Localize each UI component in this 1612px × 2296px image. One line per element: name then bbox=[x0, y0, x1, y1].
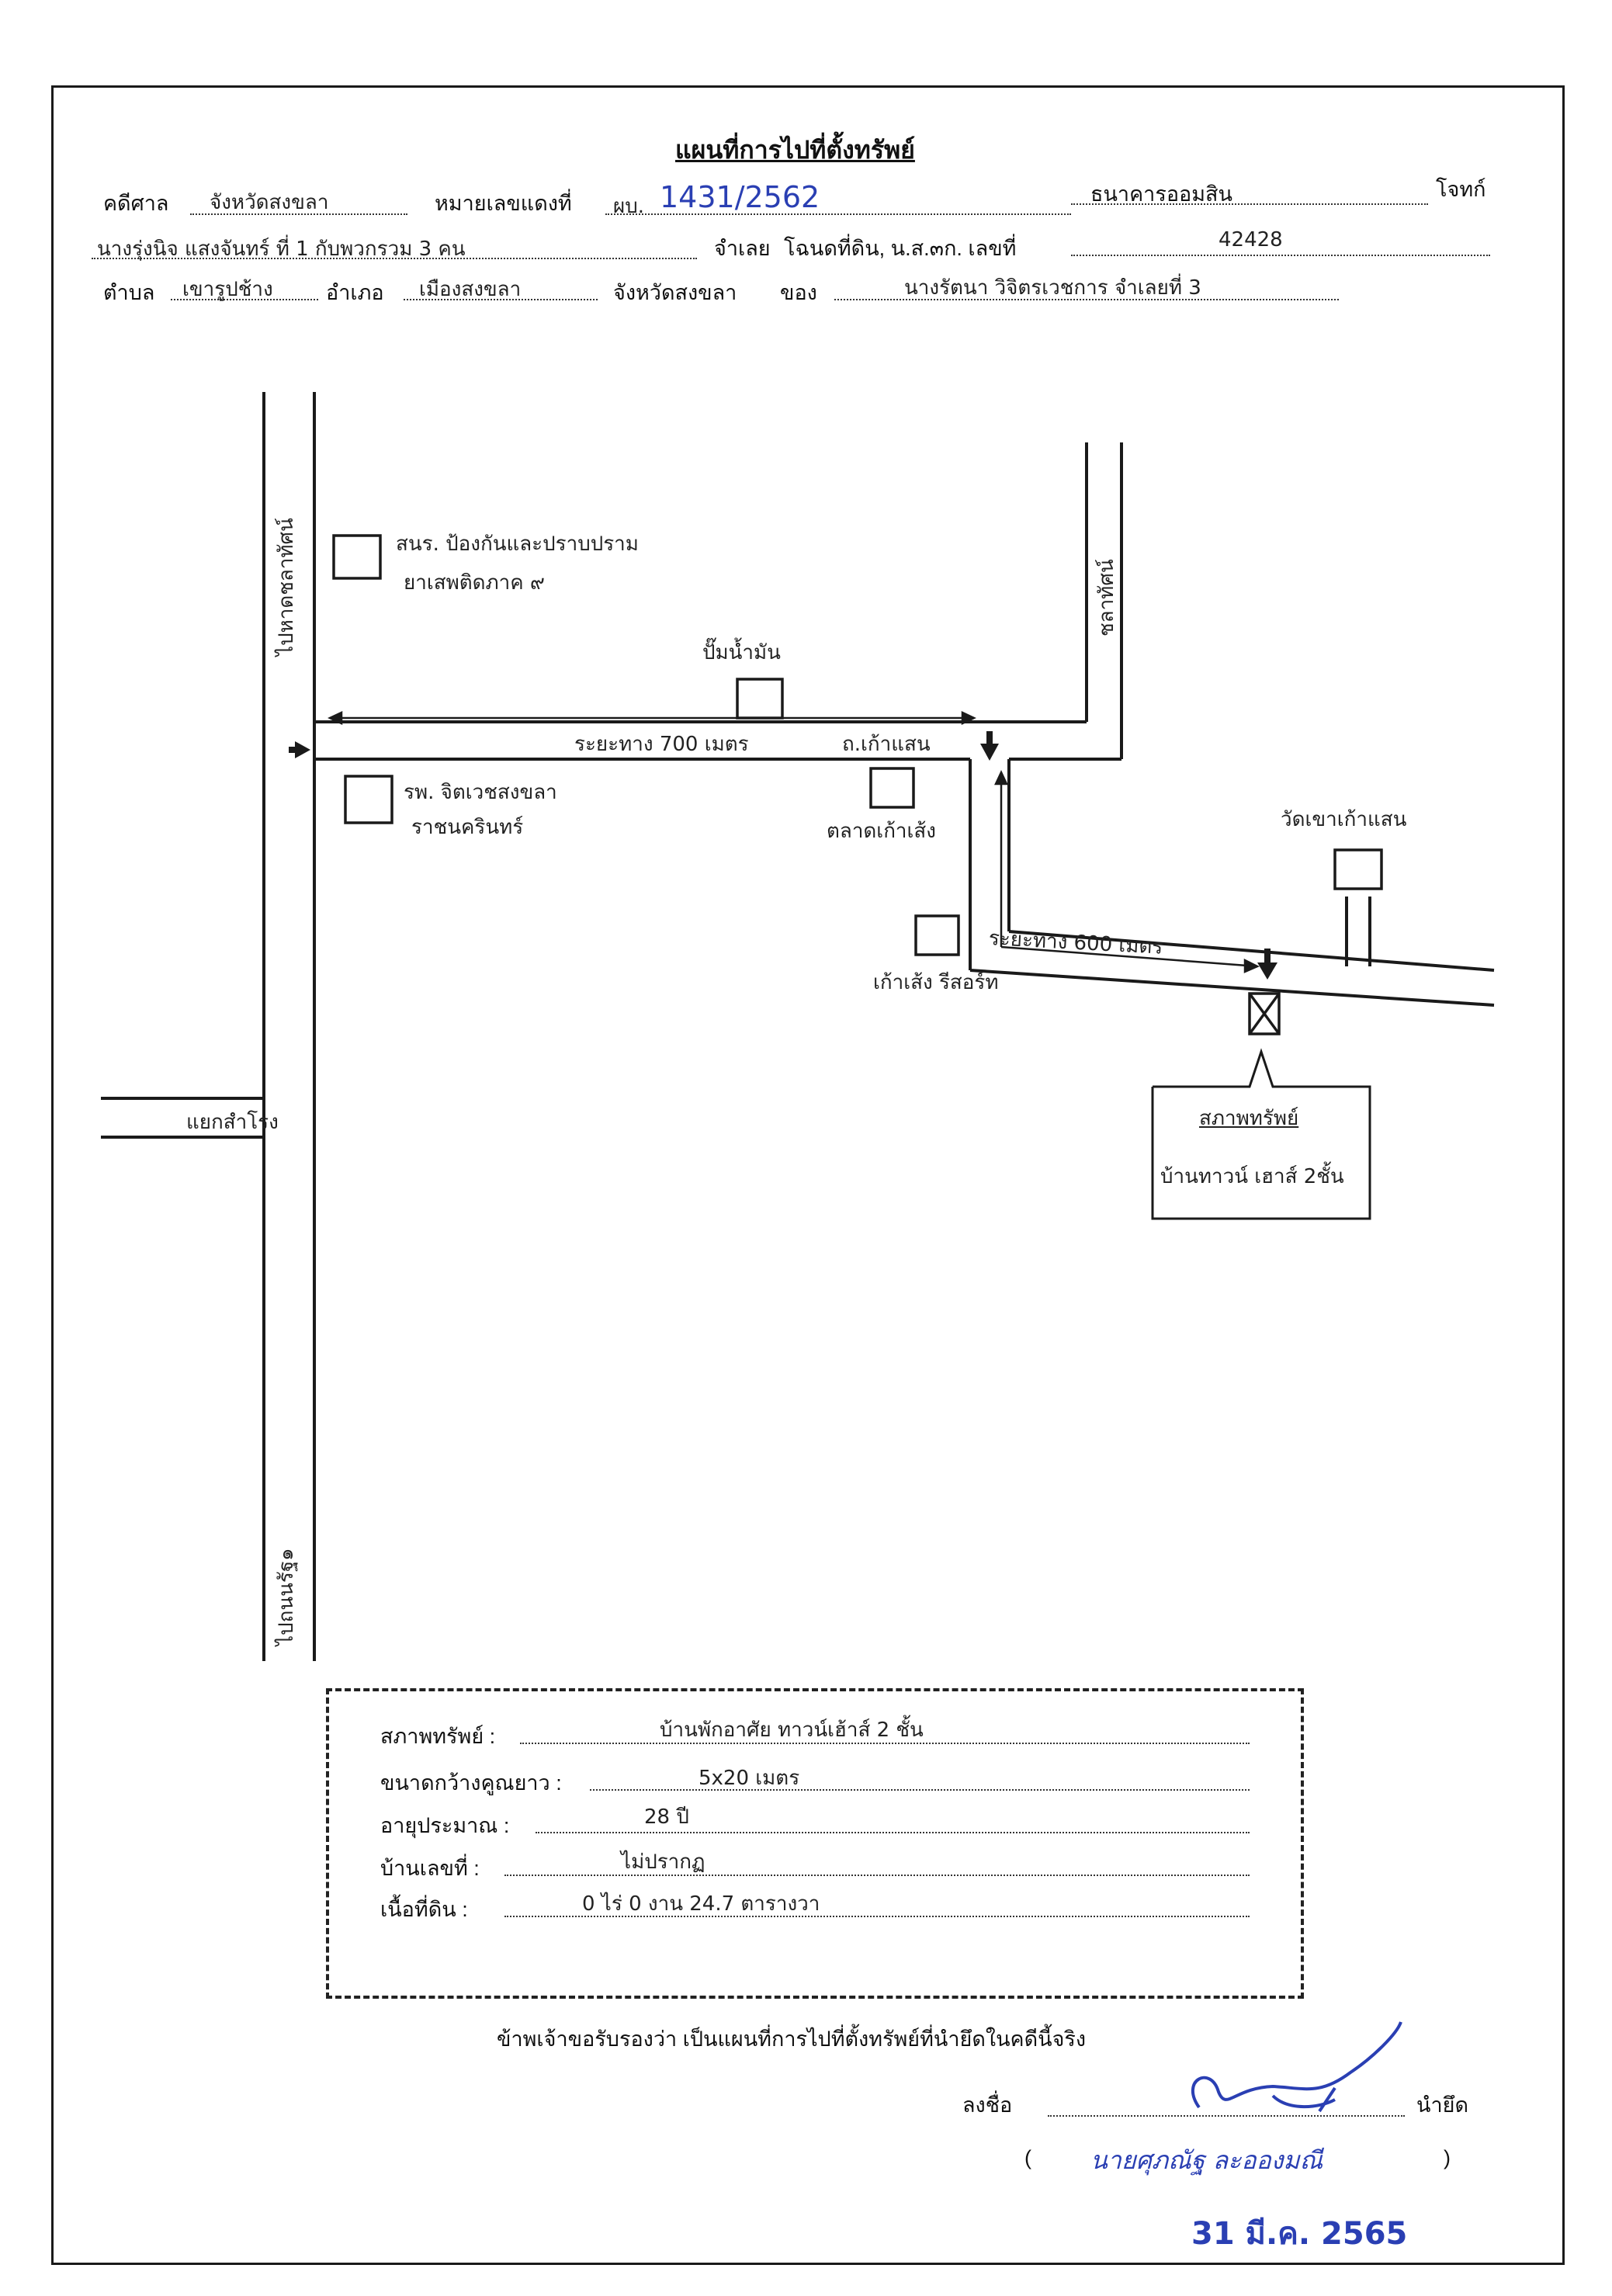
landmark-1-line1: สนร. ป้องกันและปราบปราม bbox=[396, 532, 639, 556]
seizer-label: นำยึด bbox=[1416, 2093, 1468, 2117]
court-label: คดีศาล bbox=[103, 192, 169, 215]
junction-label: แยกสำโรง bbox=[186, 1111, 279, 1134]
owner-value: นางรัตนา วิจิตรเวชการ จำเลยที่ 3 bbox=[904, 276, 1201, 300]
case-no-dotline bbox=[605, 213, 1071, 215]
name-value: นายศุภณัฐ ละอองมณี bbox=[1090, 2145, 1323, 2175]
size-label: ขนาดกว้างคูณยาว : bbox=[380, 1771, 562, 1795]
landmark-4-icon bbox=[869, 767, 915, 809]
condition-dotline bbox=[520, 1743, 1250, 1744]
close-paren: ) bbox=[1444, 2146, 1451, 2169]
callout-body: บ้านทาวน์ เฮาส์ 2ชั้น bbox=[1160, 1165, 1344, 1188]
district-dotline bbox=[404, 299, 598, 300]
defendant-value: นางรุ่งนิจ แสงจันทร์ ที่ 1 กับพวกรวม 3 ค… bbox=[97, 238, 466, 261]
callout-title: สภาพทรัพย์ bbox=[1199, 1107, 1299, 1130]
defendant-dotline bbox=[92, 258, 697, 259]
landmark-4-label: ตลาดเก้าเส้ง bbox=[827, 820, 936, 843]
subdistrict-value: เขารูปช้าง bbox=[182, 278, 273, 301]
owner-dotline bbox=[834, 299, 1339, 300]
landmark-5-icon bbox=[914, 914, 960, 956]
house-no-value: ไม่ปรากฏ bbox=[621, 1850, 705, 1874]
district-value: เมืองสงขลา bbox=[419, 278, 522, 301]
condition-value: บ้านพักอาศัย ทาวน์เฮ้าส์ 2 ชั้น bbox=[660, 1719, 924, 1742]
province-label: จังหวัดสงขลา bbox=[613, 281, 737, 304]
owner-label: ของ bbox=[780, 281, 817, 304]
land-area-value: 0 ไร่ 0 งาน 24.7 ตารางวา bbox=[582, 1892, 820, 1916]
landmark-6-label: วัดเขาเก้าแสน bbox=[1281, 808, 1407, 831]
land-area-label: เนื้อที่ดิน : bbox=[380, 1898, 468, 1921]
case-no-prefix: ผบ. bbox=[613, 195, 645, 218]
road-left-top-label: ไปหาดชลาทัศน์ bbox=[275, 518, 298, 656]
property-details-box bbox=[326, 1688, 1304, 1999]
plaintiff-label: โจทก์ bbox=[1436, 178, 1486, 201]
condition-label: สภาพทรัพย์ : bbox=[380, 1725, 496, 1748]
open-paren: ( bbox=[1024, 2146, 1031, 2169]
document-frame bbox=[51, 85, 1565, 2265]
size-value: 5x20 เมตร bbox=[699, 1767, 800, 1790]
page-title: แผนที่การไปที่ตั้งทรัพย์ bbox=[675, 136, 915, 164]
deed-dotline bbox=[1071, 255, 1490, 256]
defendant-label: จำเลย bbox=[714, 237, 771, 260]
distance-1-label: ระยะทาง 700 เมตร bbox=[574, 733, 749, 756]
size-dotline bbox=[590, 1789, 1250, 1791]
plaintiff-value: ธนาคารออมสิน bbox=[1090, 182, 1232, 206]
deed-value: 42428 bbox=[1219, 228, 1283, 251]
age-value: 28 ปี bbox=[644, 1805, 689, 1829]
road-left-bottom-label: ไปถนนรัฐ๑ bbox=[275, 1548, 298, 1646]
sign-label: ลงชื่อ bbox=[962, 2093, 1013, 2117]
certify-text: ข้าพเจ้าขอรับรองว่า เป็นแผนที่การไปที่ตั… bbox=[497, 2027, 1087, 2051]
subdistrict-label: ตำบล bbox=[103, 281, 155, 304]
landmark-6-icon bbox=[1333, 848, 1383, 890]
property-marker-icon bbox=[1248, 992, 1281, 1035]
landmark-1-line2: ยาเสพติดภาค ๙ bbox=[404, 571, 545, 595]
court-value: จังหวัดสงขลา bbox=[210, 191, 329, 214]
landmark-2-icon bbox=[736, 678, 784, 720]
property-arrow-icon bbox=[1257, 962, 1277, 980]
landmark-2-label: ปั๊มน้ำมัน bbox=[702, 641, 781, 664]
landmark-3-line2: ราชนครินทร์ bbox=[411, 816, 524, 839]
landmark-3-line1: รพ. จิตเวชสงขลา bbox=[404, 781, 557, 804]
house-no-dotline bbox=[504, 1875, 1250, 1876]
district-label: อำเภอ bbox=[326, 281, 384, 304]
case-no-value: 1431/2562 bbox=[660, 180, 820, 214]
case-no-label: หมายเลขแดงที่ bbox=[435, 192, 572, 215]
deed-label: โฉนดที่ดิน, น.ส.๓ก. เลขที่ bbox=[784, 237, 1017, 260]
court-dotline bbox=[190, 213, 407, 215]
age-label: อายุประมาณ : bbox=[380, 1814, 510, 1837]
plaintiff-dotline bbox=[1071, 203, 1428, 205]
landmark-1-icon bbox=[332, 534, 382, 580]
road-name-label: ถ.เก้าแสน bbox=[842, 733, 931, 756]
age-dotline bbox=[536, 1832, 1250, 1833]
landmark-3-icon bbox=[344, 775, 393, 824]
signature-dotline bbox=[1048, 2115, 1405, 2117]
turn-arrow-icon bbox=[980, 744, 999, 761]
subdistrict-dotline bbox=[171, 299, 318, 300]
landmark-5-label: เก้าเส้ง รีสอร์ท bbox=[873, 971, 999, 994]
house-no-label: บ้านเลขที่ : bbox=[380, 1857, 480, 1880]
land-area-dotline bbox=[504, 1916, 1250, 1917]
property-callout bbox=[1151, 1048, 1371, 1220]
road-right-label: ชลาทัศน์ bbox=[1095, 559, 1118, 636]
entry-arrow-icon bbox=[295, 741, 310, 758]
date-stamp: 31 มี.ค. 2565 bbox=[1191, 2216, 1408, 2252]
